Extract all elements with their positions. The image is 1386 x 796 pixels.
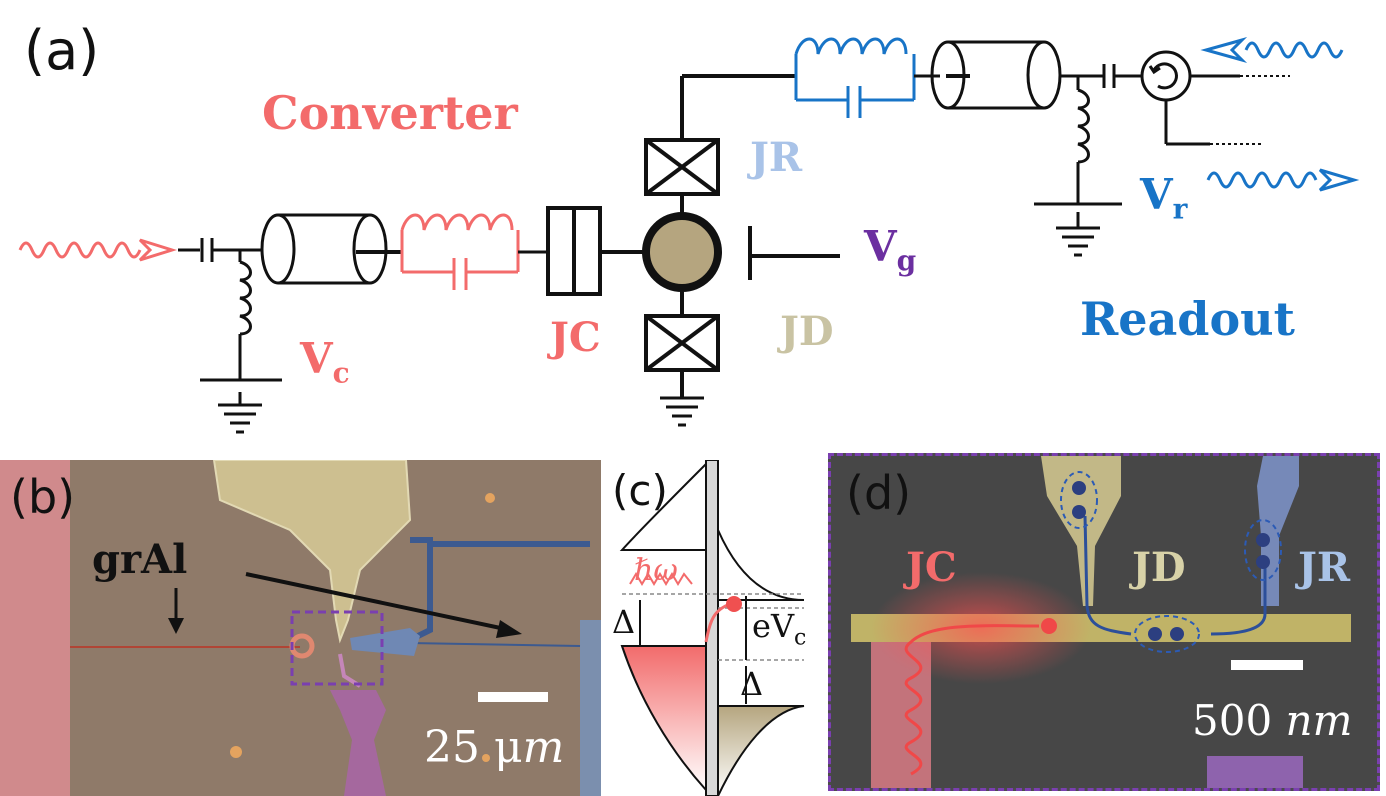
scale-bar-d [1231, 660, 1303, 670]
blue-junction-pad [350, 628, 420, 656]
d-jd-label: JD [1132, 544, 1186, 591]
red-electron [1041, 618, 1057, 634]
hbar-omega-label: ℏω [634, 553, 678, 588]
island-dot [642, 212, 722, 292]
grAl-arrow-diagonal [245, 572, 511, 632]
blue-path-left [1083, 515, 1132, 636]
left-lower-dos [620, 645, 707, 793]
converter-input-wave [18, 241, 142, 259]
panel-b-label: (b) [10, 470, 76, 524]
vr-label: Vr [1140, 174, 1187, 223]
converter-label: Converter [262, 86, 518, 140]
purple-lead [1207, 756, 1303, 788]
scale-b-label: 25 μm [424, 726, 564, 770]
converter-ground-icon [218, 392, 262, 434]
jd-ground-icon [660, 396, 704, 427]
vc-label: Vc [300, 338, 350, 387]
converter-coax-cable [260, 213, 388, 285]
vr-main: V [1140, 170, 1173, 219]
readout-lc-filter [794, 37, 916, 118]
right-lower-dos [717, 705, 805, 796]
delta-right-label: Δ [740, 665, 764, 703]
panel-c-label: (c) [612, 466, 668, 515]
scale-b-value: 25 μ [424, 722, 523, 773]
jc-label: JC [550, 314, 601, 361]
readout-input-wave [1244, 41, 1344, 59]
readout-output-arrow [1318, 168, 1360, 192]
readout-label: Readout [1080, 292, 1295, 346]
vc-main: V [300, 334, 333, 383]
scale-d-label: 500 nm [1192, 700, 1352, 742]
readout-output-wave [1206, 171, 1318, 189]
quasiparticle-dot [726, 596, 742, 612]
gral-label: grAl [92, 536, 188, 583]
left-pink-electrode [0, 460, 70, 796]
photon-wiggle [629, 572, 693, 586]
circulator-icon [1140, 50, 1192, 102]
vg-sub: g [896, 244, 917, 278]
evc-main: eV [752, 607, 795, 645]
evc-label: eVc [752, 610, 806, 649]
jr-junction-symbol [644, 138, 720, 196]
zoom-box [290, 610, 384, 686]
converter-input-arrow [138, 238, 178, 262]
optical-micrograph [0, 460, 601, 796]
blue-path-right [1210, 556, 1267, 636]
panel-a-label: (a) [24, 19, 100, 82]
energy-diagram [619, 460, 805, 796]
vr-sub: r [1172, 192, 1188, 226]
scale-bar-b [478, 692, 548, 702]
vg-label: Vg [864, 226, 916, 275]
vg-main: V [864, 222, 897, 271]
yellow-island-lead [212, 460, 412, 644]
d-jr-label: JR [1298, 544, 1351, 591]
optical-micrograph-panel [0, 460, 601, 796]
left-upper-dos [619, 461, 707, 551]
vc-sub: c [332, 356, 350, 390]
evc-sub: c [794, 625, 807, 651]
sem-image [831, 456, 1377, 788]
scale-b-unit: m [522, 722, 565, 773]
converter-lc-filter [400, 213, 520, 290]
jr-label: JR [750, 134, 803, 181]
scale-d-unit: nm [1285, 696, 1353, 745]
delta-left-label: Δ [612, 603, 636, 641]
readout-input-arrow [1200, 37, 1248, 63]
right-blue-electrode [580, 620, 601, 796]
top-blue-lead [1257, 456, 1299, 606]
red-photon-wave [904, 624, 1040, 776]
purple-ground-lead [330, 690, 386, 796]
readout-ground-icon [1056, 212, 1100, 257]
top-gold-lead [1041, 456, 1121, 606]
tunnel-barrier [705, 460, 719, 796]
sem-image-panel [828, 453, 1380, 791]
jc-junction-symbol [546, 206, 602, 296]
jd-label: JD [780, 308, 834, 355]
converter-bias-inductor [239, 260, 252, 336]
right-upper-dos [717, 529, 805, 601]
d-jc-label: JC [906, 544, 957, 591]
jd-junction-symbol [644, 314, 720, 372]
readout-bias-inductor [1077, 88, 1090, 164]
scale-d-value: 500 [1192, 696, 1286, 745]
panel-d-label: (d) [846, 466, 912, 520]
circuit-diagram [18, 37, 1360, 434]
